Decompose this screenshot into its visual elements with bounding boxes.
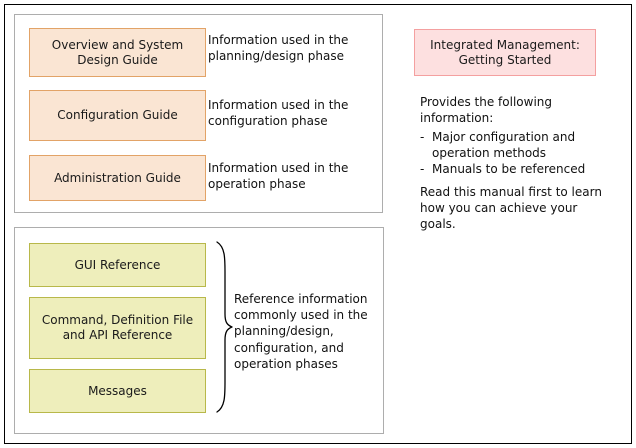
list-item-label: Manuals to be referenced: [432, 162, 586, 177]
list-item-label: Major configuration and operation method…: [432, 130, 576, 161]
bullet-marker: -: [420, 162, 425, 177]
getting-started-bullet-list: - Major configuration and operation meth…: [420, 129, 625, 178]
bullet-marker: -: [420, 130, 425, 144]
box-label: GUI Reference: [74, 257, 161, 272]
note-configuration-phase: Information used in the configuration ph…: [208, 98, 349, 129]
box-administration-guide[interactable]: Administration Guide: [29, 155, 206, 201]
note-reference-information: Reference information commonly used in t…: [234, 292, 368, 371]
box-label: Integrated Management: Getting Started: [430, 37, 580, 67]
outer-frame: [4, 4, 632, 444]
box-label: Administration Guide: [54, 170, 181, 185]
box-configuration-guide[interactable]: Configuration Guide: [29, 90, 206, 141]
box-gui-reference[interactable]: GUI Reference: [29, 243, 206, 287]
curly-brace-right-icon: [210, 240, 236, 413]
list-item: - Manuals to be referenced: [420, 161, 625, 177]
box-label: Overview and System Design Guide: [51, 37, 184, 67]
box-label: Messages: [88, 383, 147, 398]
getting-started-closing: Read this manual first to learn how you …: [420, 185, 602, 232]
box-overview-and-system-design-guide[interactable]: Overview and System Design Guide: [29, 28, 206, 77]
box-integrated-management-getting-started[interactable]: Integrated Management: Getting Started: [414, 29, 596, 76]
getting-started-intro: Provides the following information:: [420, 95, 552, 126]
note-operation-phase: Information used in the operation phase: [208, 161, 349, 192]
box-command-definition-file-and-api-reference[interactable]: Command, Definition File and API Referen…: [29, 297, 206, 359]
box-label: Configuration Guide: [57, 108, 178, 122]
list-item: - Major configuration and operation meth…: [420, 129, 625, 161]
note-planning-design-phase: Information used in the planning/design …: [208, 33, 349, 64]
box-messages[interactable]: Messages: [29, 369, 206, 413]
box-label: Command, Definition File and API Referen…: [41, 313, 194, 342]
